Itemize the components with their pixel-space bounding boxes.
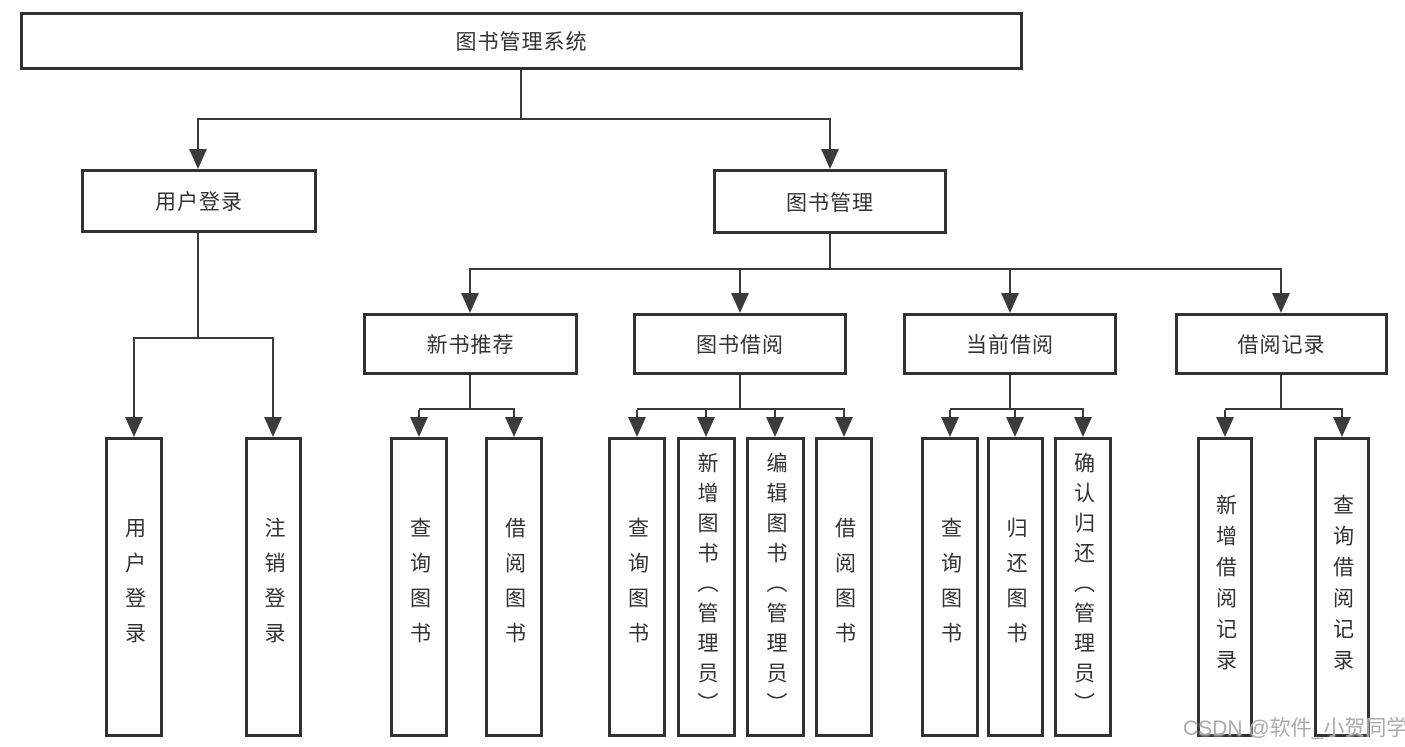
- node-library-management-system: 图书管理系统: [20, 12, 1023, 70]
- node-label: 借阅记录: [1237, 334, 1326, 357]
- leaf-user-login: 用户登录: [105, 437, 163, 737]
- leaf-label: 借阅图书: [832, 517, 856, 657]
- leaf-label: 新增图书（管理员）: [695, 452, 718, 722]
- leaf-label: 确认归还（管理员）: [1071, 452, 1095, 722]
- arrow-down: [461, 270, 479, 313]
- node-borrowing-records: 借阅记录: [1175, 313, 1388, 375]
- connector-line: [829, 234, 831, 270]
- connector-line: [739, 375, 741, 410]
- leaf-return-book: 归还图书: [987, 437, 1044, 737]
- leaf-query-borrow-record: 查询借阅记录: [1314, 437, 1370, 737]
- leaf-borrow-books-1: 借阅图书: [485, 437, 543, 737]
- arrow-down: [697, 410, 715, 437]
- leaf-label: 编辑图书（管理员）: [764, 452, 787, 722]
- leaf-label: 归还图书: [1004, 517, 1027, 657]
- arrow-down: [505, 410, 523, 437]
- arrow-down: [1216, 410, 1234, 437]
- connector-line: [197, 233, 199, 339]
- arrow-down: [189, 120, 207, 169]
- node-user-login: 用户登录: [81, 169, 317, 233]
- arrow-down: [835, 410, 853, 437]
- connector-line: [520, 70, 522, 120]
- arrow-down: [731, 270, 749, 313]
- arrow-down: [941, 410, 959, 437]
- connector-line: [133, 337, 274, 339]
- node-label: 新书推荐: [426, 334, 515, 357]
- arrow-down: [1001, 270, 1019, 313]
- leaf-edit-book-admin: 编辑图书（管理员）: [746, 437, 805, 737]
- leaf-add-borrow-record: 新增借阅记录: [1197, 437, 1253, 737]
- leaf-label: 借阅图书: [502, 517, 526, 657]
- leaf-label: 查询借阅记录: [1330, 494, 1354, 680]
- arrow-down: [410, 410, 428, 437]
- leaf-label: 查询图书: [625, 517, 649, 657]
- arrow-down: [628, 410, 646, 437]
- arrow-down: [1006, 410, 1024, 437]
- leaf-label: 查询图书: [938, 517, 962, 657]
- arrow-down: [1333, 410, 1351, 437]
- arrow-down: [1074, 410, 1092, 437]
- leaf-confirm-return-admin: 确认归还（管理员）: [1054, 437, 1112, 737]
- leaf-label: 查询图书: [407, 517, 431, 657]
- connector-line: [197, 118, 831, 120]
- leaf-query-books-1: 查询图书: [390, 437, 448, 737]
- connector-line: [637, 408, 845, 410]
- node-label: 用户登录: [155, 191, 243, 214]
- connector-line: [469, 375, 471, 410]
- node-book-management: 图书管理: [713, 169, 947, 234]
- arrow-down: [125, 339, 143, 437]
- connector-line: [419, 408, 515, 410]
- arrow-down: [264, 339, 282, 437]
- leaf-borrow-books-2: 借阅图书: [815, 437, 873, 737]
- leaf-query-books-2: 查询图书: [608, 437, 666, 737]
- leaf-logout: 注销登录: [245, 437, 302, 737]
- node-label: 图书借阅: [696, 334, 784, 357]
- leaf-label: 新增借阅记录: [1213, 494, 1237, 680]
- arrow-down: [766, 410, 784, 437]
- connector-line: [469, 268, 1282, 270]
- leaf-label: 注销登录: [262, 517, 285, 657]
- node-book-borrowing: 图书借阅: [633, 313, 847, 375]
- connector-line: [1280, 375, 1282, 410]
- connector-line: [1225, 408, 1343, 410]
- leaf-add-book-admin: 新增图书（管理员）: [677, 437, 736, 737]
- arrow-down: [821, 120, 839, 169]
- arrow-down: [1272, 270, 1290, 313]
- connector-line: [950, 408, 1084, 410]
- leaf-query-books-3: 查询图书: [921, 437, 979, 737]
- leaf-label: 用户登录: [122, 517, 146, 657]
- node-label: 图书管理: [786, 191, 874, 215]
- node-current-borrowing: 当前借阅: [903, 313, 1117, 375]
- node-label: 当前借阅: [966, 334, 1054, 357]
- node-label: 图书管理系统: [455, 31, 588, 54]
- node-new-book-recommendation: 新书推荐: [363, 313, 578, 375]
- connector-line: [1009, 375, 1011, 410]
